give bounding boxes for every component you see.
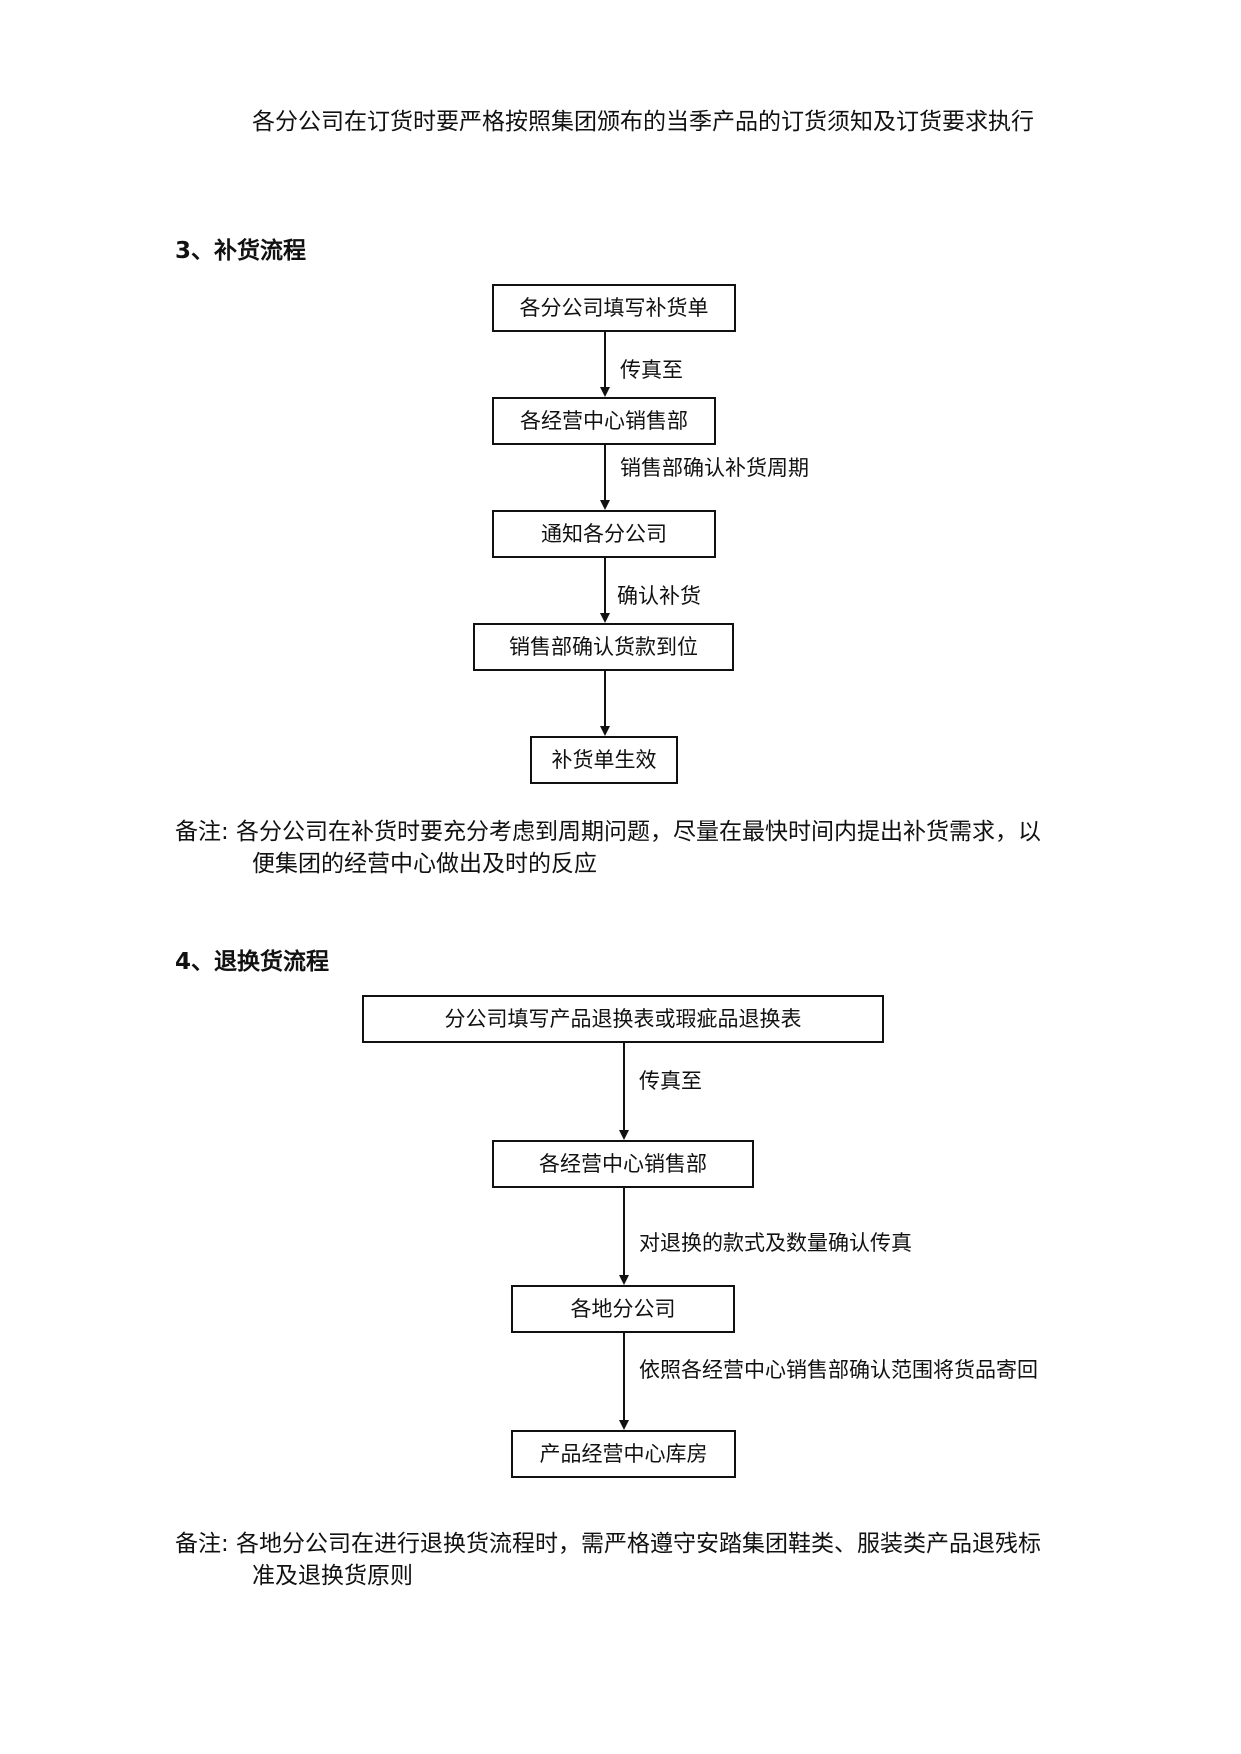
exchange-heading: 4、退换货流程 (175, 949, 330, 975)
exchange-step-sales-dept: 各经营中心销售部 (492, 1140, 754, 1188)
restock-arrow-label-confirm-cycle: 销售部确认补货周期 (620, 456, 809, 480)
restock-step-label: 销售部确认货款到位 (509, 634, 698, 659)
restock-arrow-label-fax: 传真至 (620, 358, 683, 382)
exchange-arrow-label-return-goods: 依照各经营中心销售部确认范围将货品寄回 (639, 1358, 1038, 1382)
restock-note-line2: 便集团的经营中心做出及时的反应 (252, 851, 597, 877)
restock-step-label: 补货单生效 (551, 747, 657, 772)
restock-step-sales-dept: 各经营中心销售部 (492, 397, 716, 445)
exchange-note-line2: 准及退换货原则 (252, 1563, 413, 1589)
exchange-step-fill-form: 分公司填写产品退换表或瑕疵品退换表 (362, 995, 884, 1043)
exchange-step-label: 各经营中心销售部 (539, 1151, 707, 1176)
exchange-step-label: 产品经营中心库房 (539, 1441, 708, 1466)
restock-step-confirm-payment: 销售部确认货款到位 (473, 623, 734, 671)
exchange-arrow-label-fax: 传真至 (639, 1069, 702, 1093)
exchange-step-label: 各地分公司 (570, 1296, 676, 1321)
exchange-step-regional-branch: 各地分公司 (511, 1285, 735, 1333)
restock-step-fill-form: 各分公司填写补货单 (492, 284, 736, 332)
restock-step-notify-branch: 通知各分公司 (492, 510, 716, 558)
exchange-note-line1: 备注: 各地分公司在进行退换货流程时，需严格遵守安踏集团鞋类、服装类产品退残标 (175, 1531, 1042, 1557)
exchange-arrow-label-confirm-fax: 对退换的款式及数量确认传真 (639, 1231, 912, 1255)
restock-heading: 3、补货流程 (175, 238, 307, 264)
restock-step-label: 通知各分公司 (541, 521, 667, 546)
restock-step-label: 各经营中心销售部 (520, 408, 688, 433)
restock-step-label: 各分公司填写补货单 (519, 295, 709, 320)
restock-step-order-effective: 补货单生效 (530, 736, 678, 784)
exchange-step-warehouse: 产品经营中心库房 (511, 1430, 736, 1478)
exchange-step-label: 分公司填写产品退换表或瑕疵品退换表 (444, 1006, 802, 1031)
restock-arrow-label-confirm-restock: 确认补货 (617, 584, 701, 608)
intro-text: 各分公司在订货时要严格按照集团颁布的当季产品的订货须知及订货要求执行 (252, 109, 1034, 135)
restock-note-line1: 备注: 各分公司在补货时要充分考虑到周期问题，尽量在最快时间内提出补货需求，以 (175, 819, 1042, 845)
